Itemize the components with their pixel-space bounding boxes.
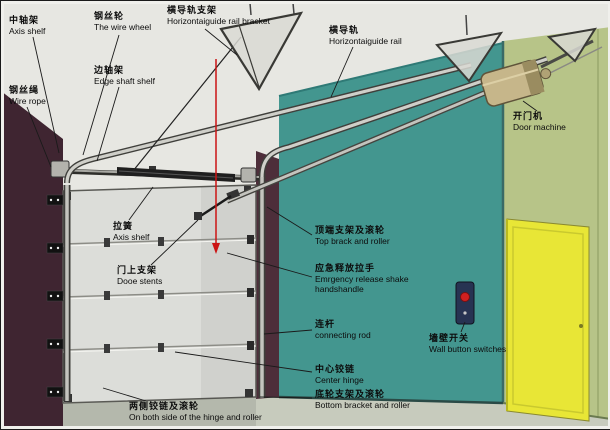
door-knob [579, 324, 583, 328]
label-door-stents: 门上支架 Dooe stents [117, 265, 162, 286]
spring-highlight [118, 170, 234, 179]
label-top-bracket-roller: 顶端支架及滚轮 Top brack and roller [315, 225, 390, 246]
label-door-machine-zh: 开门机 [513, 111, 544, 121]
vertical-tracks [63, 173, 266, 401]
label-horizontal-rail-bracket-en: Horizontaiguide rail bracket [167, 15, 270, 26]
yellow-door [506, 218, 590, 422]
label-edge-shaft-shelf-zh: 边轴架 [94, 65, 125, 75]
yellow-door-inner-frame [512, 226, 584, 414]
emergency-release-cord [212, 59, 220, 254]
track-tags [46, 194, 64, 398]
label-bottom-bracket-roller-en: Bottom bracket and roller [315, 399, 410, 410]
label-door-stents-en: Dooe stents [117, 275, 163, 286]
brace-rod [132, 36, 242, 172]
torsion-assembly [50, 160, 260, 183]
floor [256, 397, 610, 429]
label-emergency-release-zh: 应急释放拉手 [315, 263, 376, 273]
rail-end-hanger [540, 27, 603, 76]
label-door-machine: 开门机 Door machine [513, 111, 566, 132]
label-axis-shelf-top: 中轴架 Axis shelf [9, 15, 45, 36]
rail-bracket-right [435, 14, 504, 83]
label-connecting-rod-en: connecting rod [315, 329, 371, 340]
switch-body [455, 281, 475, 325]
label-connecting-rod: 连杆 connecting rod [315, 319, 371, 340]
label-wire-rope: 钢丝绳 Wire rope [9, 85, 46, 106]
trolley-and-arm [194, 189, 241, 220]
wall-switch [455, 281, 475, 325]
side-hinges [247, 235, 254, 350]
label-wire-wheel: 钢丝轮 The wire wheel [94, 11, 151, 32]
label-edge-shaft-shelf: 边轴架 Edge shaft shelf [94, 65, 155, 86]
label-horizontal-rail-zh: 横导轨 [329, 25, 360, 35]
label-tension-spring-en: Axis shelf [113, 231, 150, 242]
label-tension-spring-zh: 拉簧 [113, 221, 134, 231]
label-horizontal-rail: 横导轨 Horizontaiguide rail [329, 25, 402, 46]
opener-arm [198, 194, 232, 219]
wire-wheel-drum-right [240, 167, 257, 183]
label-door-stents-zh: 门上支架 [117, 265, 158, 275]
leader-lines [26, 28, 538, 402]
label-edge-shaft-shelf-en: Edge shaft shelf [94, 75, 155, 86]
label-side-hinge-roller-zh: 两侧铰链及滚轮 [129, 401, 200, 411]
label-side-hinge-roller-en: On both side of the hinge and roller [129, 411, 262, 422]
label-horizontal-rail-bracket: 横导轨支架 Horizontaiguide rail bracket [167, 5, 270, 26]
label-top-bracket-roller-en: Top brack and roller [315, 235, 390, 246]
left-wall [1, 91, 63, 429]
label-wire-rope-en: Wire rope [9, 95, 46, 106]
label-wire-wheel-en: The wire wheel [94, 21, 152, 32]
label-connecting-rod-zh: 连杆 [315, 319, 336, 329]
label-wire-wheel-zh: 钢丝轮 [94, 11, 125, 21]
label-side-hinge-roller: 两侧铰链及滚轮 On both side of the hinge and ro… [129, 401, 262, 422]
rail-bracket-center [219, 2, 304, 92]
label-center-hinge-en: Center hinge [315, 374, 364, 385]
label-bottom-bracket-roller: 底轮支架及滚轮 Bottom bracket and roller [315, 389, 410, 410]
switch-dot [463, 311, 467, 315]
switch-button [460, 292, 470, 302]
baseboard-back [278, 395, 504, 405]
sectional-door [62, 184, 257, 404]
label-horizontal-rail-en: Horizontaiguide rail [329, 35, 402, 46]
release-handle [212, 243, 220, 254]
label-emergency-release-en: Emrgency release shake handshandle [315, 273, 409, 294]
label-horizontal-rail-bracket-zh: 横导轨支架 [167, 5, 218, 15]
door-top-bracket [194, 212, 202, 220]
horizontal-rails [64, 56, 548, 204]
label-top-bracket-roller-zh: 顶端支架及滚轮 [315, 225, 386, 235]
label-emergency-release: 应急释放拉手 Emrgency release shake handshandl… [315, 263, 410, 294]
label-wall-switch: 墙壁开关 Wall button switches [429, 333, 506, 354]
yellow-door-panel [506, 218, 590, 422]
door-opener-machine [480, 58, 552, 107]
label-wall-switch-en: Wall button switches [429, 343, 507, 354]
label-wire-rope-zh: 钢丝绳 [9, 85, 40, 95]
center-hinges [104, 237, 164, 353]
label-axis-shelf-top-zh: 中轴架 [9, 15, 40, 25]
label-bottom-bracket-roller-zh: 底轮支架及滚轮 [315, 389, 386, 399]
label-door-machine-en: Door machine [513, 121, 566, 132]
label-axis-shelf-top-en: Axis shelf [9, 25, 46, 36]
label-center-hinge-zh: 中心铰链 [315, 364, 356, 374]
label-tension-spring: 拉簧 Axis shelf [113, 221, 149, 242]
floor-left [61, 397, 256, 429]
label-wall-switch-zh: 墙壁开关 [429, 333, 470, 343]
label-center-hinge: 中心铰链 Center hinge [315, 364, 364, 385]
